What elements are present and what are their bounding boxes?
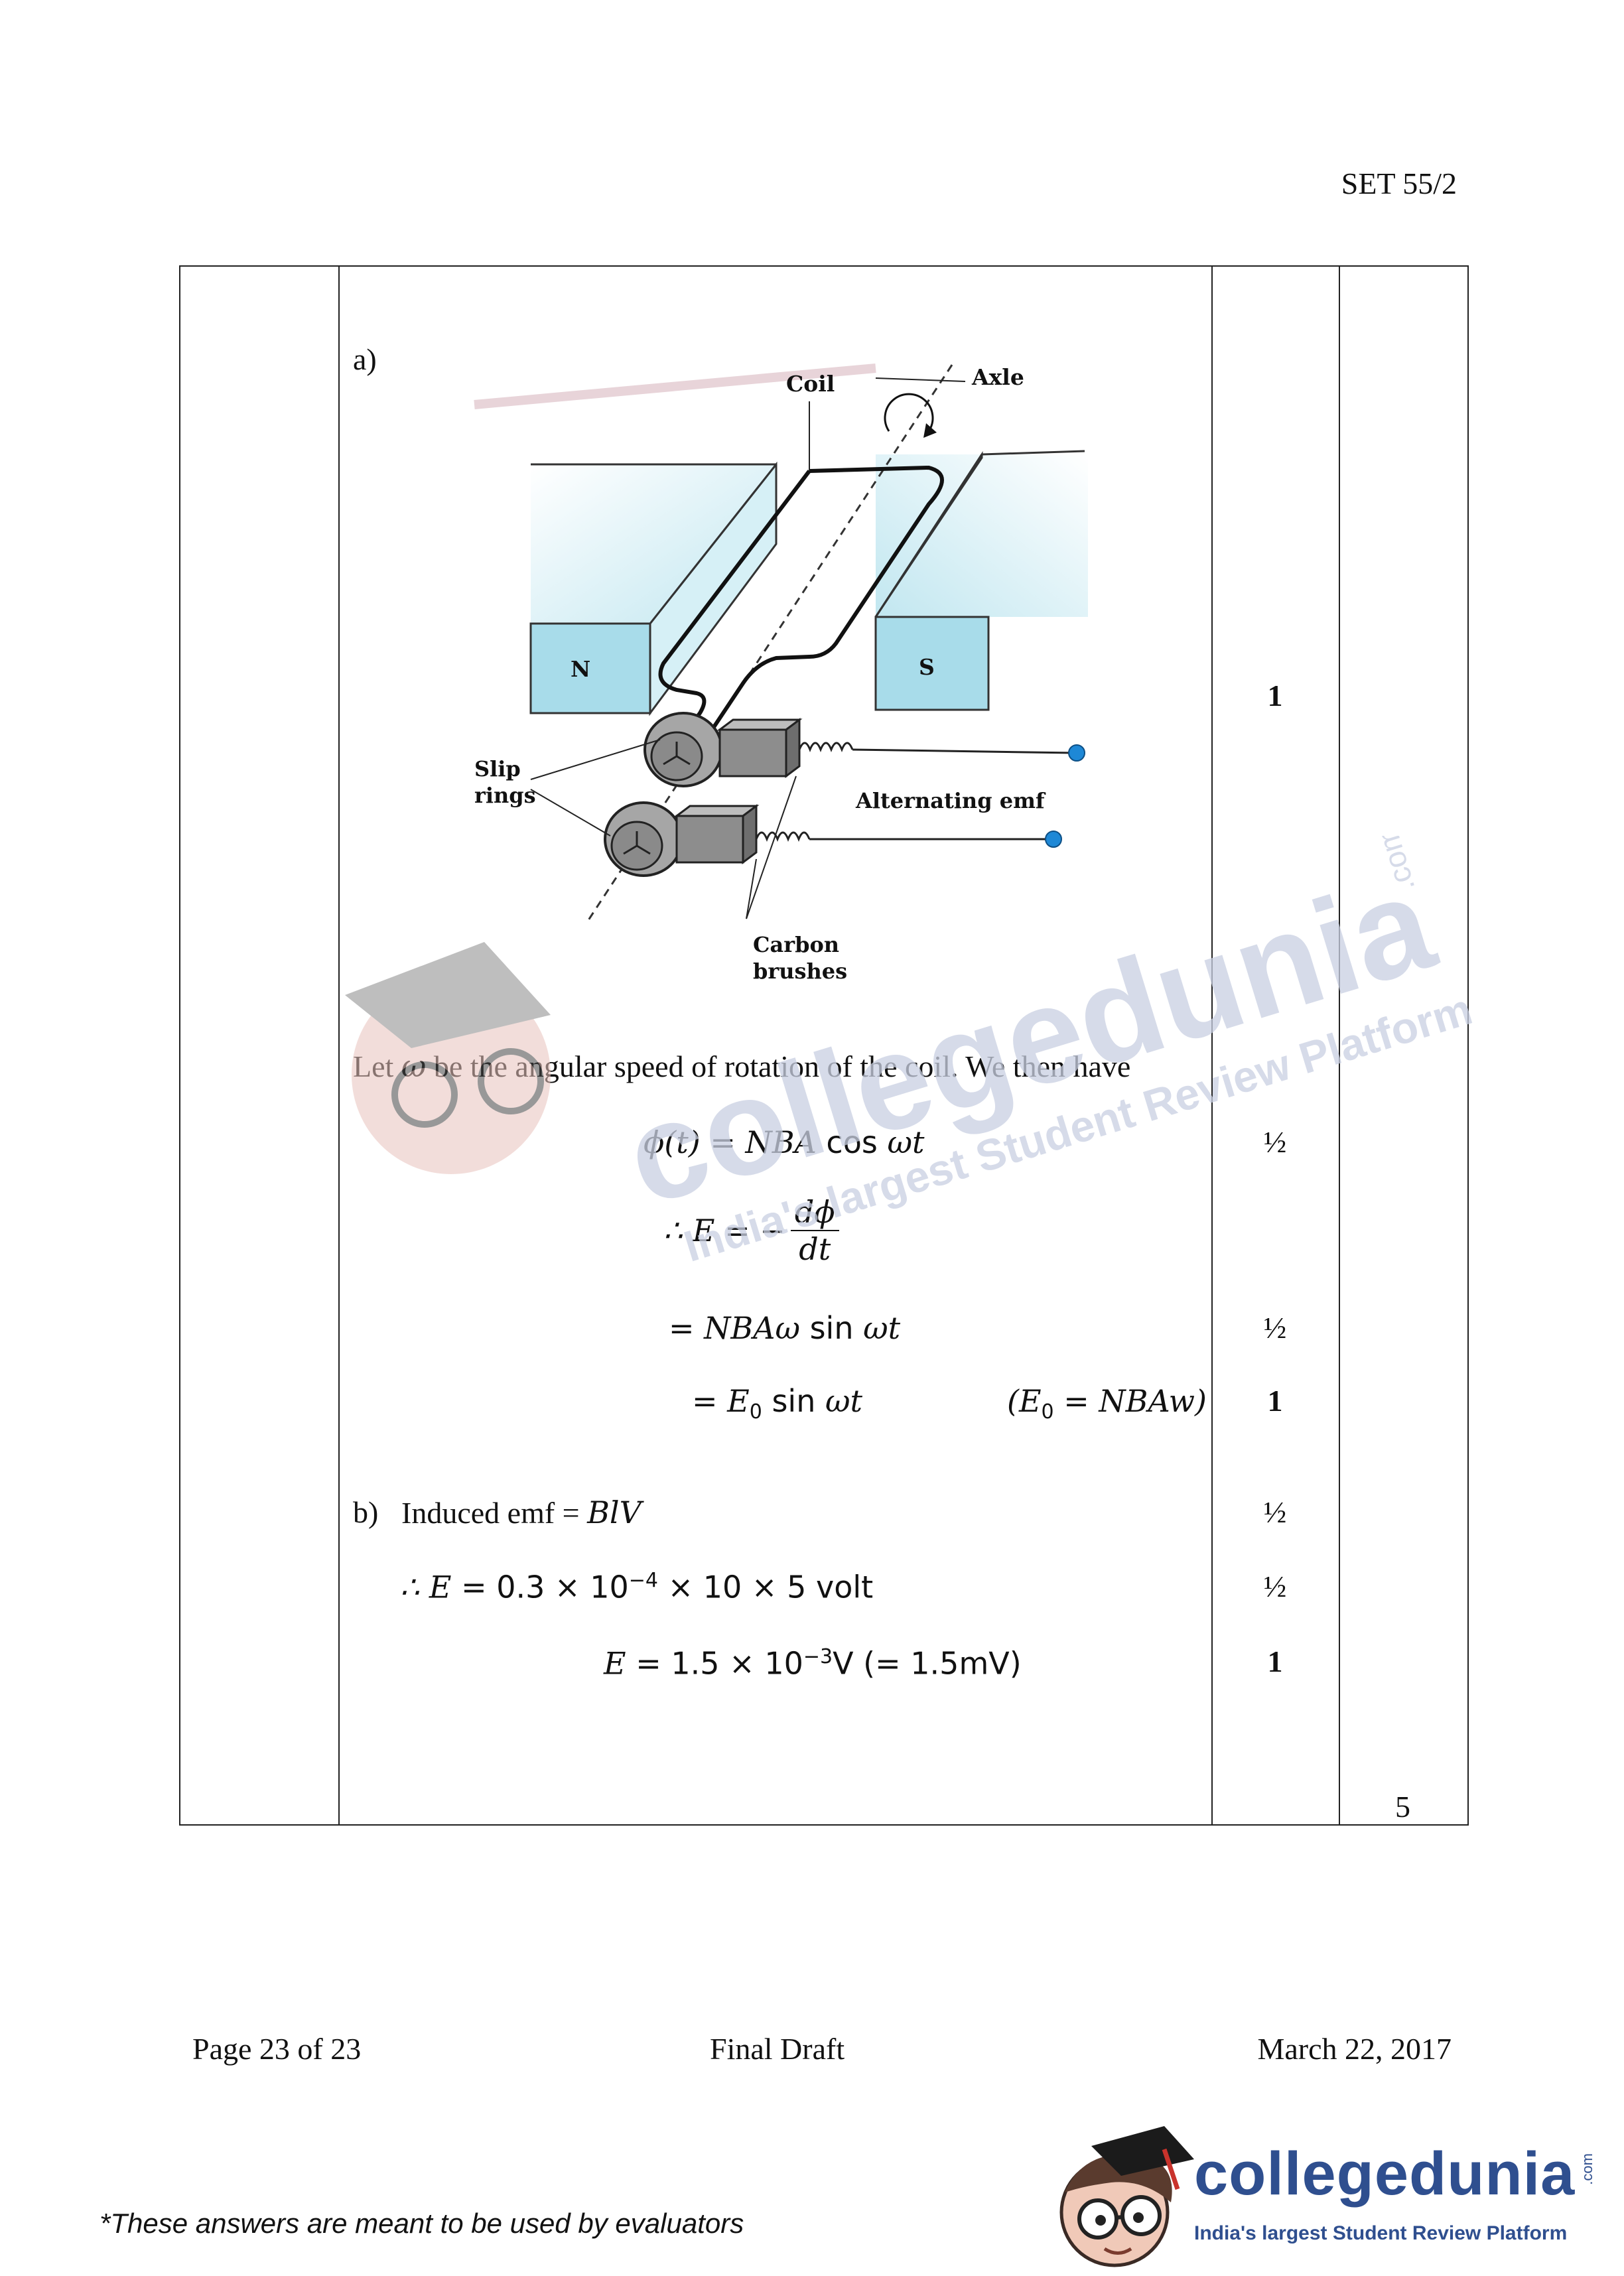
eq4-pre: = E <box>692 1383 750 1419</box>
label-carbon-1: Carbon <box>753 932 839 957</box>
b2-mid: = 0.3 × 10 <box>451 1569 629 1605</box>
part-b-label: b) <box>353 1495 379 1529</box>
slip-ring-lower <box>604 801 683 877</box>
eq2-num: dϕ <box>790 1194 839 1231</box>
coil-right <box>688 465 944 764</box>
carbon-brush-upper <box>716 718 803 778</box>
intro-omega: ω <box>401 1048 427 1084</box>
mark-eq3: ½ <box>1263 1311 1287 1345</box>
table-divider-1 <box>338 265 340 1826</box>
label-south: S <box>919 654 935 680</box>
b3-post: V (= 1.5mV) <box>833 1645 1022 1682</box>
label-north: N <box>571 656 590 682</box>
mark-eq4: 1 <box>1267 1384 1283 1418</box>
logo-brand: collegedunia <box>1194 2140 1576 2208</box>
emf-substitution-line: ∴ E = 0.3 × 10−4 × 10 × 5 volt <box>400 1569 873 1605</box>
eq1-lhs: ϕ(t) = NBA <box>643 1124 827 1160</box>
mark-diagram: 1 <box>1267 679 1283 712</box>
eq3-fn: sin <box>809 1310 854 1346</box>
eq4-sub: 0 <box>749 1400 762 1424</box>
eq3-pre: = NBAω <box>669 1310 810 1346</box>
carbon-brush-lower <box>673 804 760 864</box>
mark-eq1: ½ <box>1263 1125 1287 1159</box>
eq2-fraction: dϕ dt <box>790 1194 839 1267</box>
logo-com: .com <box>1579 2153 1595 2185</box>
b2-post: × 10 × 5 volt <box>657 1569 874 1605</box>
label-carbon-2: brushes <box>753 959 847 984</box>
note-post: = NBAw) <box>1053 1383 1207 1419</box>
induced-emf-line: Induced emf = BlV <box>401 1495 642 1530</box>
note-pre: (E <box>1007 1383 1042 1419</box>
set-label: SET 55/2 <box>1341 167 1457 200</box>
b1-text: Induced emf = <box>401 1496 588 1530</box>
eq2-den: dt <box>799 1231 831 1267</box>
b2-exp: −4 <box>628 1569 658 1592</box>
part-a-label: a) <box>353 342 377 376</box>
footer-draft: Final Draft <box>710 2032 845 2066</box>
mark-b2: ½ <box>1263 1570 1287 1603</box>
b3-exp: −3 <box>803 1645 833 1668</box>
terminal-lower <box>1045 831 1062 848</box>
rotation-arrow <box>884 393 934 432</box>
label-slip-1: Slip <box>474 756 521 781</box>
equation-emf-final: = E0 sin ωt <box>692 1383 862 1424</box>
intro-text: Let ω be the angular speed of rotation o… <box>353 1048 1130 1084</box>
south-magnet <box>874 450 1088 711</box>
equation-emf-expanded: = NBAω sin ωt <box>669 1310 900 1346</box>
b2-pre: ∴ E <box>400 1569 452 1605</box>
collegedunia-mascot-icon <box>1059 2126 1194 2267</box>
note-sub: 0 <box>1041 1400 1054 1424</box>
label-axle: Axle <box>971 364 1024 390</box>
ac-generator-diagram: Coil Axle N S Slip rings Alternating emf… <box>474 364 1088 984</box>
footer-page: Page 23 of 23 <box>192 2032 362 2066</box>
eq1-rhs: ωt <box>877 1124 925 1160</box>
eq4-fn: sin <box>762 1383 816 1419</box>
equation-e0-note: (E0 = NBAw) <box>1007 1383 1207 1424</box>
label-slip-2: rings <box>474 783 536 808</box>
logo-tagline: India's largest Student Review Platform <box>1194 2222 1568 2244</box>
coil-left <box>658 470 811 764</box>
label-coil: Coil <box>786 371 835 397</box>
evaluator-disclaimer: *These answers are meant to be used by e… <box>100 2208 744 2239</box>
footer-date: March 22, 2017 <box>1257 2032 1452 2066</box>
equation-flux: ϕ(t) = NBA cos ωt <box>643 1124 924 1160</box>
eq4-post: ωt <box>815 1383 862 1419</box>
eq3-post: ωt <box>853 1310 901 1346</box>
label-alternating-emf: Alternating emf <box>855 788 1046 813</box>
table-divider-3 <box>1339 265 1340 1826</box>
table-divider-2 <box>1211 265 1213 1826</box>
intro-pre: Let <box>353 1049 401 1083</box>
total-marks: 5 <box>1395 1790 1410 1824</box>
mark-b1: ½ <box>1263 1495 1287 1529</box>
b3-mid: = 1.5 × 10 <box>626 1645 803 1682</box>
b1-math: BlV <box>587 1495 642 1530</box>
slip-ring-upper <box>643 712 723 787</box>
mark-b3: 1 <box>1267 1644 1283 1678</box>
terminal-upper <box>1068 744 1085 762</box>
eq2-pre: ∴ E = − <box>663 1213 785 1248</box>
intro-post: be the angular speed of rotation of the … <box>426 1049 1131 1083</box>
answer-table <box>179 265 1469 1826</box>
equation-emf-derivative: ∴ E = − dϕ dt <box>663 1194 839 1267</box>
north-magnet <box>529 461 778 716</box>
eq1-fn: cos <box>826 1124 878 1160</box>
emf-result-line: E = 1.5 × 10−3V (= 1.5mV) <box>604 1645 1022 1681</box>
b3-pre: E <box>604 1645 626 1682</box>
